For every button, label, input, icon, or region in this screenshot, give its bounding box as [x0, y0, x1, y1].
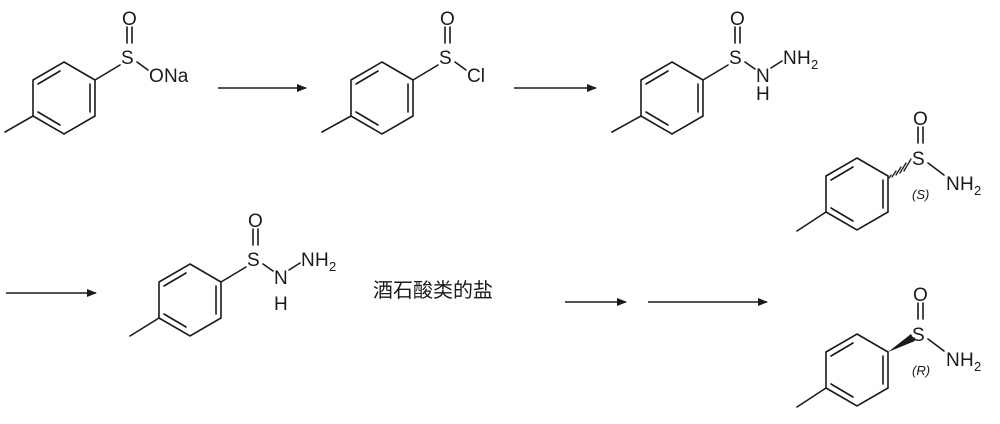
- sulfur-atom: S: [729, 48, 742, 69]
- methyl-bond: [129, 317, 160, 337]
- compound-r-p-toluenesulfinamide: S O (R) N H 2: [796, 285, 981, 408]
- nitrogen-atom: N: [274, 268, 288, 289]
- solid-wedge-bond: [888, 334, 915, 352]
- reagent-label: 酒石酸类的盐: [373, 278, 493, 302]
- benzene-ring: [825, 157, 889, 231]
- nitrogen-atom: N: [301, 250, 315, 271]
- sodium-atom: Na: [164, 66, 189, 87]
- methyl-bond: [321, 115, 352, 133]
- oxygen-atom: O: [248, 211, 263, 232]
- compound-p-toluenesulfinyl-hydrazide: S O N H N H 2: [611, 9, 818, 135]
- sulfur-atom: S: [247, 250, 260, 271]
- nitrogen-atom: N: [783, 48, 797, 69]
- methyl-bond: [796, 211, 827, 232]
- hydrogen-atom: H: [797, 48, 811, 69]
- methyl-bond: [4, 115, 34, 133]
- benzene-ring: [158, 263, 222, 337]
- compound-p-toluenesulfinyl-chloride: S O Cl: [321, 9, 485, 135]
- nitrogen-atom: N: [756, 66, 770, 87]
- hydrogen-atom: H: [274, 294, 288, 315]
- stereo-descriptor: (S): [912, 187, 929, 202]
- benzene-ring: [825, 333, 889, 407]
- nitrogen-atom: N: [946, 174, 960, 195]
- oxygen-atom: O: [440, 9, 455, 30]
- subscript: 2: [974, 183, 981, 198]
- subscript: 2: [811, 57, 818, 72]
- hydrogen-atom: H: [960, 350, 974, 371]
- benzene-ring: [32, 61, 96, 135]
- oxygen-atom: O: [149, 66, 164, 87]
- benzene-ring: [640, 61, 704, 135]
- sulfur-atom: S: [121, 48, 134, 69]
- compound-s-p-toluenesulfinamide: S O (S) N H 2: [796, 109, 981, 232]
- subscript: 2: [974, 359, 981, 374]
- oxygen-atom: O: [730, 9, 745, 30]
- hydrogen-atom: H: [960, 174, 974, 195]
- hydrogen-atom: H: [315, 250, 329, 271]
- oxygen-atom: O: [913, 109, 928, 130]
- compound-p-toluenesulfinyl-hydrazide-repeat: S O N H N H 2: [129, 211, 336, 337]
- oxygen-atom: O: [913, 285, 928, 306]
- oxygen-atom: O: [122, 9, 137, 30]
- methyl-bond: [611, 115, 642, 133]
- subscript: 2: [329, 259, 336, 274]
- benzene-ring: [350, 61, 414, 135]
- nitrogen-atom: N: [946, 350, 960, 371]
- chlorine-atom: Cl: [467, 66, 485, 87]
- sulfur-atom: S: [912, 325, 925, 346]
- sulfur-atom: S: [912, 149, 925, 170]
- hashed-wedge-bond: [888, 158, 912, 179]
- methyl-bond: [796, 387, 827, 408]
- compound-sodium-p-toluenesulfinate: S O O Na: [4, 9, 189, 135]
- hydrogen-atom: H: [756, 84, 770, 105]
- sulfur-atom: S: [439, 48, 452, 69]
- stereo-descriptor: (R): [912, 363, 930, 378]
